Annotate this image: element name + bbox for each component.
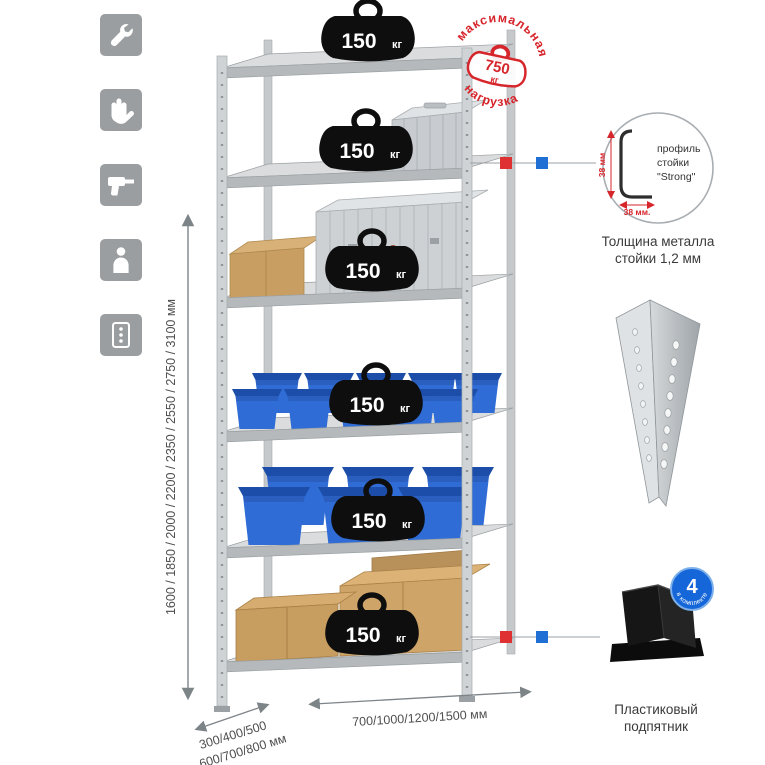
shelf-1: 150 кг (221, 0, 514, 79)
shelf-load-unit: кг (392, 39, 403, 51)
weight-badge: 150 кг (331, 478, 425, 542)
foot-caption-1: Пластиковый (614, 702, 698, 717)
shelf-6: 150 кг (221, 549, 514, 673)
stamp-weight-icon (466, 44, 527, 88)
rack-back-posts (263, 29, 516, 671)
fasteners-icon (112, 322, 130, 348)
person-icon (113, 247, 129, 273)
gloves-icon (111, 98, 134, 124)
width-dimension-label: 700/1000/1200/1500 мм (352, 707, 488, 729)
shelf-load-value: 150 (351, 510, 386, 533)
weight-badge: 150 кг (319, 108, 413, 172)
angle-post-illustration (615, 299, 701, 507)
blue-marker-square (536, 157, 548, 169)
profile-label-3: "Strong" (657, 171, 696, 183)
height-dimension-label: 1600 / 1850 / 2000 / 2200 / 2350 / 2550 … (164, 299, 178, 615)
sidebar-tile-wrench (100, 14, 142, 56)
drill-icon (108, 177, 134, 196)
wrench-icon (110, 24, 133, 47)
shelf-load-unit: кг (400, 403, 411, 415)
shelf-load-unit: кг (390, 149, 401, 161)
profile-caption-2: стойки 1,2 мм (615, 251, 701, 266)
foot-callout-connector (470, 631, 600, 643)
cardboard-box-small (228, 235, 324, 307)
shelf-load-value: 150 (345, 260, 380, 283)
sidebar-tile-person (100, 239, 142, 281)
height-dimension: 1600 / 1850 / 2000 / 2200 / 2350 / 2550 … (164, 213, 195, 701)
stamp-unit: кг (490, 74, 500, 86)
weight-badge: 150 кг (321, 0, 415, 62)
shelf-load-value: 150 (339, 140, 374, 163)
profile-callout-connector (470, 157, 596, 169)
profile-dim-horizontal: 38 мм. (624, 207, 651, 217)
weight-badge: 150 кг (325, 228, 419, 292)
stamp-value: 750 (483, 57, 511, 79)
width-dimension: 700/1000/1200/1500 мм (308, 686, 532, 729)
foot-callout: 4 в комплекте Пластиковый подпятник (610, 567, 714, 734)
blue-marker-square (536, 631, 548, 643)
post-profile-drawing (619, 129, 652, 199)
shelf-load-unit: кг (396, 269, 407, 281)
shelf-load-value: 150 (345, 624, 380, 647)
depth-dimension: 300/400/500 600/700/800 мм (194, 702, 288, 765)
sidebar-tile-fasteners (100, 314, 142, 356)
shelf-load-unit: кг (402, 519, 413, 531)
shelf-load-unit: кг (396, 633, 407, 645)
profile-caption-1: Толщина металла (602, 234, 715, 249)
quantity-badge-value: 4 (686, 576, 698, 598)
profile-callout: 38 мм 38 мм. профиль стойки "Strong" Тол… (597, 112, 715, 266)
profile-label-1: профиль (657, 143, 701, 155)
weight-badge: 150 кг (325, 592, 419, 656)
shelf-load-value: 150 (341, 30, 376, 53)
foot-caption-2: подпятник (624, 719, 688, 734)
profile-dim-vertical: 38 мм (597, 153, 607, 177)
sidebar-tile-gloves (100, 89, 142, 131)
red-marker-square (500, 157, 512, 169)
shelf-load-value: 150 (349, 394, 384, 417)
weight-badge: 150 кг (329, 362, 423, 426)
shelf-2: 150 кг (221, 99, 514, 189)
shelf-5: 150 кг (221, 467, 514, 559)
red-marker-square (500, 631, 512, 643)
shelf-4: 150 кг (221, 362, 514, 443)
sidebar-tile-drill (100, 164, 142, 206)
shelf-3: 150 кг (221, 189, 514, 309)
profile-label-2: стойки (657, 157, 689, 169)
quantity-badge: 4 в комплекте (670, 567, 714, 611)
